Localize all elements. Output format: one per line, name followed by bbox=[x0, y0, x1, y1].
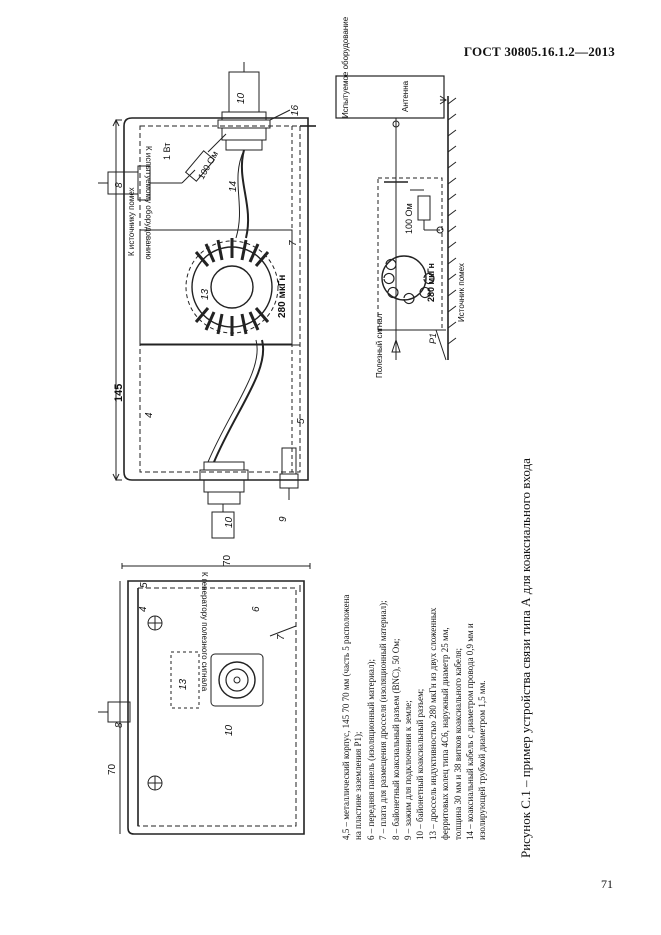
schematic-resistor: 100 Ом bbox=[404, 203, 414, 234]
label-n10b: 10 bbox=[224, 516, 235, 528]
schematic-inductance: 280 мкГн bbox=[426, 263, 436, 302]
label-to-interference: К источнику помех bbox=[127, 187, 136, 256]
label-n16: 16 bbox=[290, 104, 301, 116]
label-to-generator: К генератору полезного сигнала bbox=[200, 572, 209, 692]
label-n13: 13 bbox=[200, 288, 211, 300]
label-n7b: 7 bbox=[276, 634, 287, 640]
figure-caption: Рисунок С.1 – пример устройства связи ти… bbox=[518, 458, 533, 858]
choke-board bbox=[139, 229, 293, 345]
legend: 4,5 – металлический корпус, 145 70 70 мм… bbox=[340, 430, 489, 840]
label-n5b: 5 bbox=[139, 582, 150, 588]
label-n7: 7 bbox=[288, 240, 299, 246]
label-n4b: 4 bbox=[138, 606, 149, 612]
label-to-equipment: К испытуемому оборудованию bbox=[144, 146, 153, 260]
label-resistor-value: 100 Ом bbox=[196, 149, 220, 181]
legend-line: на пластине заземления P1); bbox=[353, 731, 364, 840]
label-inductance: 280 мкГн bbox=[277, 275, 288, 318]
legend-line: 4,5 – металлический корпус, 145 70 70 мм… bbox=[341, 594, 351, 840]
label-n13b: 13 bbox=[178, 678, 189, 690]
equipment-box bbox=[335, 75, 445, 119]
legend-line: изолирующей трубкой диаметром 1,5 мм. bbox=[477, 680, 488, 840]
label-resistor-power: 1 Вт bbox=[162, 143, 172, 160]
label-n9: 9 bbox=[278, 516, 289, 522]
legend-line: 6 – передняя панель (изоляционный матери… bbox=[365, 659, 376, 840]
label-n10: 10 bbox=[236, 92, 247, 104]
label-n14: 14 bbox=[228, 180, 239, 192]
dimension-70-top: 70 bbox=[222, 554, 233, 566]
label-n5: 5 bbox=[296, 418, 307, 424]
schematic-equipment: Испытуемое оборудование bbox=[341, 16, 350, 118]
label-n4: 4 bbox=[144, 412, 155, 418]
connector-10-top bbox=[228, 71, 260, 113]
document-header: ГОСТ 30805.16.1.2—2013 bbox=[463, 44, 615, 59]
label-n10b-side: 10 bbox=[224, 724, 235, 736]
schematic-useful-signal: Полезный сигнал bbox=[375, 313, 384, 378]
top-view bbox=[98, 62, 316, 539]
legend-line: 8 – байонетный коаксиальный разъем (BNC)… bbox=[390, 638, 401, 840]
legend-line: 13 – дроссель индуктивностью 280 мкГн из… bbox=[427, 607, 438, 840]
legend-line: 10 – байонетный коаксиальный разъем; bbox=[415, 688, 426, 840]
legend-line: 14 – коаксиальный кабель с диаметром про… bbox=[465, 623, 476, 840]
label-n8b: 8 bbox=[114, 722, 125, 728]
legend-line: толщина 30 мм и 38 витков коаксиального … bbox=[452, 647, 463, 840]
schematic bbox=[335, 75, 457, 361]
side-view bbox=[98, 563, 311, 835]
label-n8: 8 bbox=[114, 182, 125, 188]
schematic-antenna: Антенна bbox=[401, 80, 410, 112]
legend-line: 9 – зажим для подключения к земле; bbox=[403, 700, 414, 840]
schematic-interference: Источник помех bbox=[457, 263, 466, 322]
resistor-100-ohm bbox=[184, 150, 216, 182]
label-n6b: 6 bbox=[251, 606, 262, 612]
page-number: 71 bbox=[601, 877, 613, 891]
schematic-p1: P1 bbox=[428, 333, 438, 344]
dimension-70-left: 70 bbox=[107, 763, 118, 775]
legend-line: ферритовых колец типа 4С6, наружный диам… bbox=[440, 627, 451, 840]
legend-line: 7 – плата для размещения дросселя (изоля… bbox=[378, 600, 389, 840]
dimension-145: 145 bbox=[113, 384, 125, 402]
